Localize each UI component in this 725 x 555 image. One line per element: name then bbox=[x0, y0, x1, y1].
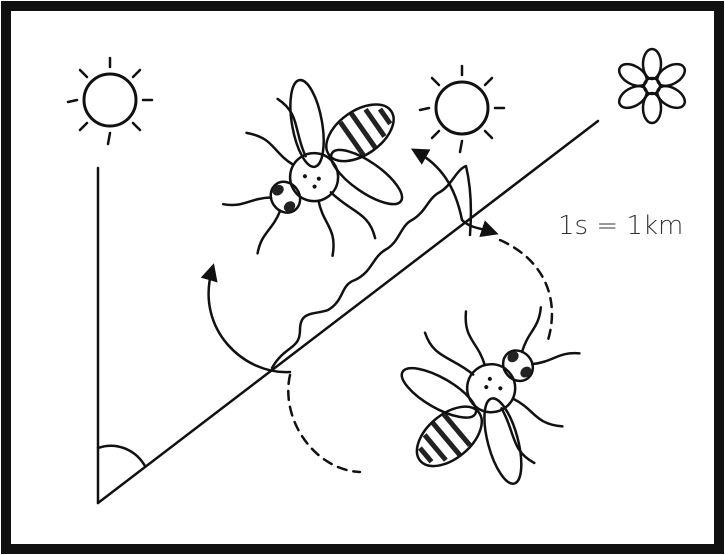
sun-icon-left bbox=[66, 56, 154, 146]
angle-arc bbox=[96, 444, 147, 468]
bee-icon-upper bbox=[221, 78, 404, 258]
flower-icon bbox=[617, 47, 687, 125]
return-loop-right-dashed bbox=[498, 238, 554, 342]
return-loop-left bbox=[200, 263, 292, 374]
food-direction-line bbox=[96, 119, 600, 505]
upper-turn-arrow bbox=[410, 148, 499, 237]
sun-icon-right bbox=[418, 64, 506, 154]
scale-label: 1s = 1km bbox=[558, 211, 683, 241]
return-loop-bottom-dashed bbox=[287, 373, 362, 474]
bee-icon-lower bbox=[400, 306, 581, 485]
